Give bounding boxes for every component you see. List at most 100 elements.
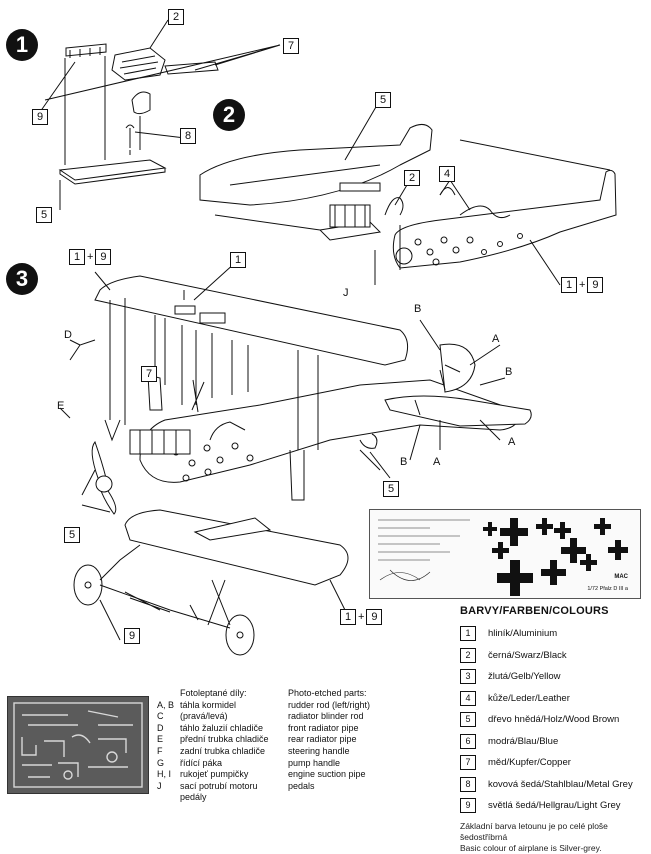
parts-name-en: pump handle xyxy=(288,757,341,768)
callout-paint-1: 1 xyxy=(69,249,85,265)
parts-code: A, B xyxy=(157,699,175,710)
legend-number: 3 xyxy=(460,669,476,685)
part-label-j: J xyxy=(343,287,349,299)
parts-code: G xyxy=(157,757,165,768)
parts-list-codes: A, B C D E F G H, I J xyxy=(157,688,183,792)
part-label-d: D xyxy=(64,329,72,341)
callout-paint-9: 9 xyxy=(32,109,48,125)
step1-drawing xyxy=(39,19,281,210)
parts-name-cz: táhlo žaluzií chladiče xyxy=(180,722,264,733)
callout-paint-1-plus-9: 1 + 9 xyxy=(69,249,112,265)
part-label-b: B xyxy=(414,303,422,315)
parts-name-cz: sací potrubí motoru xyxy=(180,780,258,791)
plus-sign: + xyxy=(87,251,94,263)
parts-name-en: pedals xyxy=(288,780,315,791)
parts-title-en: Photo-etched parts: xyxy=(288,688,367,698)
part-label-b: B xyxy=(505,366,513,378)
callout-paint-7: 7 xyxy=(141,366,157,382)
callout-paint-9: 9 xyxy=(95,249,112,265)
parts-code: D xyxy=(157,722,164,733)
step-2-marker: 2 xyxy=(213,99,245,131)
decal-model-name: Pfalz D III a xyxy=(599,586,628,592)
legend-number: 2 xyxy=(460,647,476,663)
legend-note-cz: Základní barva letounu je po celé ploše … xyxy=(460,820,608,842)
step2-drawing xyxy=(199,99,617,286)
parts-title-cz: Fotoleptané díly: xyxy=(180,688,247,698)
parts-name-cz: přední trubka chladiče xyxy=(180,734,269,745)
callout-paint-1: 1 xyxy=(340,609,356,625)
parts-name-cz: řídící páka xyxy=(180,757,223,768)
plus-sign: + xyxy=(579,279,586,291)
callout-paint-4: 4 xyxy=(439,166,455,182)
parts-code: H, I xyxy=(157,769,172,780)
parts-code: J xyxy=(157,780,162,791)
legend-label: měd/Kupfer/Copper xyxy=(488,757,571,769)
assembly-drawing xyxy=(39,19,617,656)
parts-name-en: rudder rod (left/right) xyxy=(288,699,371,710)
callout-paint-1: 1 xyxy=(230,252,246,268)
parts-name-en: rear radiator pipe xyxy=(288,734,357,745)
parts-name-en: radiator blinder rod xyxy=(288,711,364,722)
legend-number: 8 xyxy=(460,776,476,792)
parts-code: F xyxy=(157,745,163,756)
callout-paint-5: 5 xyxy=(36,207,52,223)
parts-name-en: front radiator pipe xyxy=(288,722,359,733)
legend-label: modrá/Blau/Blue xyxy=(488,735,559,747)
callout-paint-5: 5 xyxy=(375,92,391,108)
decal-sheet: MAC 1/72 Pfalz D III a xyxy=(369,509,641,599)
photo-etched-fret-image xyxy=(7,696,149,794)
parts-list-english: Photo-etched parts: rudder rod (left/rig… xyxy=(288,688,413,792)
callout-paint-1-plus-9: 1 + 9 xyxy=(340,609,383,625)
parts-name-cz: pedály xyxy=(180,792,207,803)
legend-number: 4 xyxy=(460,690,476,706)
callout-paint-1: 1 xyxy=(561,277,577,293)
legend-row: 8 kovová šedá/Stahlblau/Metal Grey xyxy=(460,774,645,796)
legend-label: kůže/Leder/Leather xyxy=(488,692,570,704)
parts-name-cz: zadní trubka chladiče xyxy=(180,745,266,756)
parts-code: E xyxy=(157,734,164,745)
callout-paint-8: 8 xyxy=(180,128,196,144)
parts-list-czech: Fotoleptané díly: táhla kormidel (pravá/… xyxy=(180,688,285,804)
decal-scale: 1/72 xyxy=(587,586,599,592)
step-1-marker: 1 xyxy=(6,29,38,61)
legend-label: světlá šedá/Hellgrau/Light Grey xyxy=(488,800,621,812)
decal-brand-logo: MAC xyxy=(614,574,628,580)
callout-paint-2: 2 xyxy=(168,9,184,25)
step-3-marker: 3 xyxy=(6,263,38,295)
legend-row: 7 měd/Kupfer/Copper xyxy=(460,752,645,774)
legend-note-en: Basic colour of airplane is Silver-grey. xyxy=(460,842,602,853)
callout-paint-2: 2 xyxy=(404,170,420,186)
parts-name-en: steering handle xyxy=(288,745,350,756)
decal-model-text: 1/72 Pfalz D III a xyxy=(587,586,628,592)
parts-name-cz: táhla kormidel (pravá/levá) xyxy=(180,699,237,722)
parts-name-cz: rukojeť pumpičky xyxy=(180,769,249,780)
callout-paint-5: 5 xyxy=(64,527,80,543)
legend-note: Základní barva letounu je po celé ploše … xyxy=(460,821,645,854)
part-label-a: A xyxy=(508,436,516,448)
part-label-e: E xyxy=(57,400,65,412)
legend-label: dřevo hnědá/Holz/Wood Brown xyxy=(488,714,620,726)
legend-label: černá/Swarz/Black xyxy=(488,649,567,661)
parts-code: C xyxy=(157,711,164,722)
legend-label: kovová šedá/Stahlblau/Metal Grey xyxy=(488,778,633,790)
legend-number: 6 xyxy=(460,733,476,749)
legend-row: 3 žlutá/Gelb/Yellow xyxy=(460,666,645,688)
legend-label: žlutá/Gelb/Yellow xyxy=(488,671,561,683)
plus-sign: + xyxy=(358,611,365,623)
legend-number: 1 xyxy=(460,626,476,642)
callout-paint-9: 9 xyxy=(366,609,383,625)
legend-row: 4 kůže/Leder/Leather xyxy=(460,688,645,710)
callout-paint-9: 9 xyxy=(587,277,604,293)
step3-drawing xyxy=(59,261,532,656)
part-label-a: A xyxy=(492,333,500,345)
part-label-a: A xyxy=(433,456,441,468)
legend-number: 7 xyxy=(460,755,476,771)
callout-paint-7: 7 xyxy=(283,38,299,54)
legend-row: 2 černá/Swarz/Black xyxy=(460,645,645,667)
legend-title: BARVY/FARBEN/COLOURS xyxy=(460,605,609,617)
legend-row: 6 modrá/Blau/Blue xyxy=(460,731,645,753)
